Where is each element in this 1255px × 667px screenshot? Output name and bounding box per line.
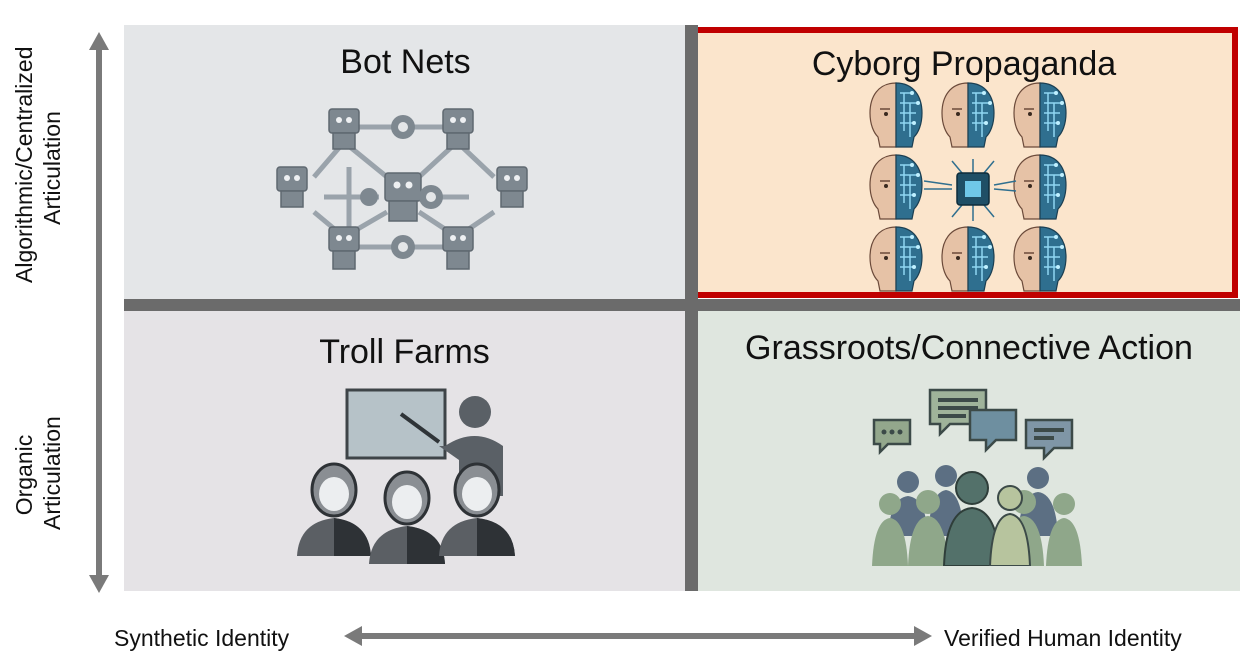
x-axis-left-label: Synthetic Identity — [114, 625, 290, 651]
quadrant-title: Troll Farms — [319, 333, 490, 371]
troll-presentation-icon — [297, 388, 515, 564]
quadrant-bot-nets: Bot Nets — [124, 25, 687, 299]
horizontal-divider — [124, 299, 1240, 311]
vertical-axis-arrow — [89, 32, 109, 593]
x-axis-right-label: Verified Human Identity — [944, 625, 1182, 651]
horizontal-axis-arrow — [344, 626, 932, 646]
quadrant-troll-farms: Troll Farms — [124, 311, 685, 591]
quadrant-grassroots: Grassroots/Connective Action — [698, 311, 1240, 591]
crowd-chat-icon — [872, 388, 1082, 566]
bot-network-icon — [276, 108, 528, 270]
vertical-divider — [685, 25, 698, 591]
y-axis-top-label: Algorithmic/Centralized Articulation — [11, 46, 65, 283]
quadrant-cyborg-propaganda: Cyborg Propaganda — [690, 27, 1238, 298]
quadrant-title: Cyborg Propaganda — [811, 45, 1117, 83]
quadrant-title: Grassroots/Connective Action — [745, 329, 1193, 367]
y-axis-bottom-label: Organic Articulation — [11, 416, 65, 530]
cyborg-heads-icon — [869, 82, 1067, 292]
quadrant-title: Bot Nets — [340, 43, 471, 81]
